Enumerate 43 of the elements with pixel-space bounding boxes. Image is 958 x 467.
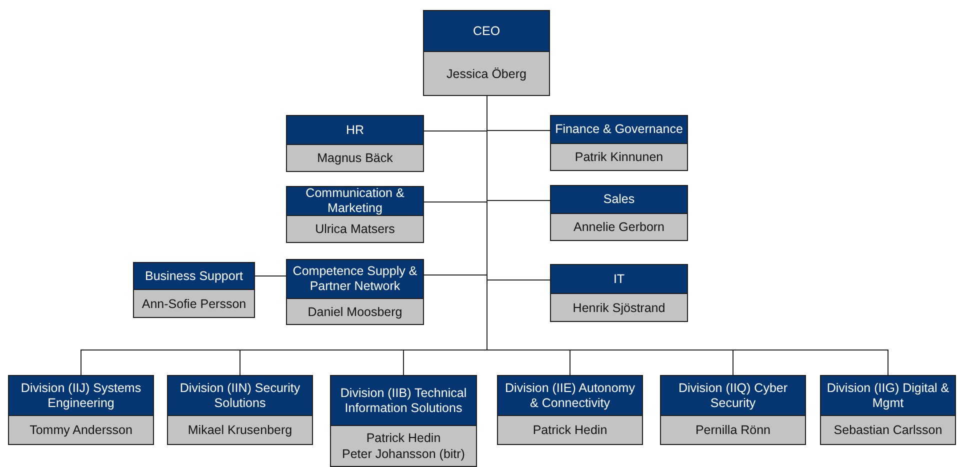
manager-name: Annelie Gerborn [573, 219, 665, 235]
manager-name: Sebastian Carlsson [834, 422, 942, 438]
unit-title: IT [613, 272, 625, 286]
unit-title: Business Support [145, 268, 243, 284]
unit-title: Division (IIN) Security Solutions [178, 380, 302, 410]
unit-title: Finance & Governance [555, 122, 683, 137]
org-unit-card [167, 375, 313, 445]
manager-name: Magnus Bäck [317, 150, 393, 166]
org-unit-card [286, 115, 424, 172]
org-unit-card [550, 185, 688, 241]
unit-title: Division (IIB) Technical Information Solutions [339, 386, 468, 416]
unit-title: Division (IIJ) Systems Engineering [20, 380, 142, 410]
manager-name: Patrick Hedin [366, 430, 441, 446]
org-unit-card [820, 375, 956, 445]
manager-name: Daniel Moosberg [308, 304, 402, 320]
unit-title: Communication & Marketing [304, 186, 406, 216]
unit-title: Division (IIQ) Cyber Security [677, 380, 789, 410]
manager-name: Pernilla Rönn [695, 422, 771, 438]
manager-name: Patrick Hedin [532, 422, 608, 438]
org-unit-card [660, 375, 806, 445]
org-unit-card [550, 115, 688, 171]
unit-title: Sales [603, 192, 635, 207]
unit-title: Competence Supply & Partner Network [292, 264, 418, 294]
org-unit-card [286, 259, 424, 325]
org-unit-card [497, 375, 643, 445]
manager-name: Jessica Öberg [446, 66, 526, 82]
manager-name: Ulrica Matsers [315, 221, 395, 237]
unit-title: CEO [472, 24, 500, 38]
unit-title: Division (IIG) Digital & Mgmt [826, 380, 950, 410]
manager-name: Tommy Andersson [30, 422, 132, 438]
org-unit-card [330, 375, 477, 467]
manager-name: Henrik Sjöstrand [572, 300, 666, 316]
org-unit-card [133, 262, 255, 318]
org-unit-card [550, 264, 688, 322]
org-unit-card [8, 375, 154, 445]
manager-name: Mikael Krusenberg [188, 422, 292, 438]
manager-name: Ann-Sofie Persson [142, 296, 246, 312]
org-unit-card [286, 186, 424, 243]
unit-title: Division (IIE) Autonomy & Connectivity [504, 380, 636, 410]
manager-name: Peter Johansson (bitr) [342, 446, 465, 462]
org-unit-card [423, 10, 550, 96]
manager-name: Patrik Kinnunen [574, 149, 664, 165]
unit-title: HR [346, 122, 364, 138]
